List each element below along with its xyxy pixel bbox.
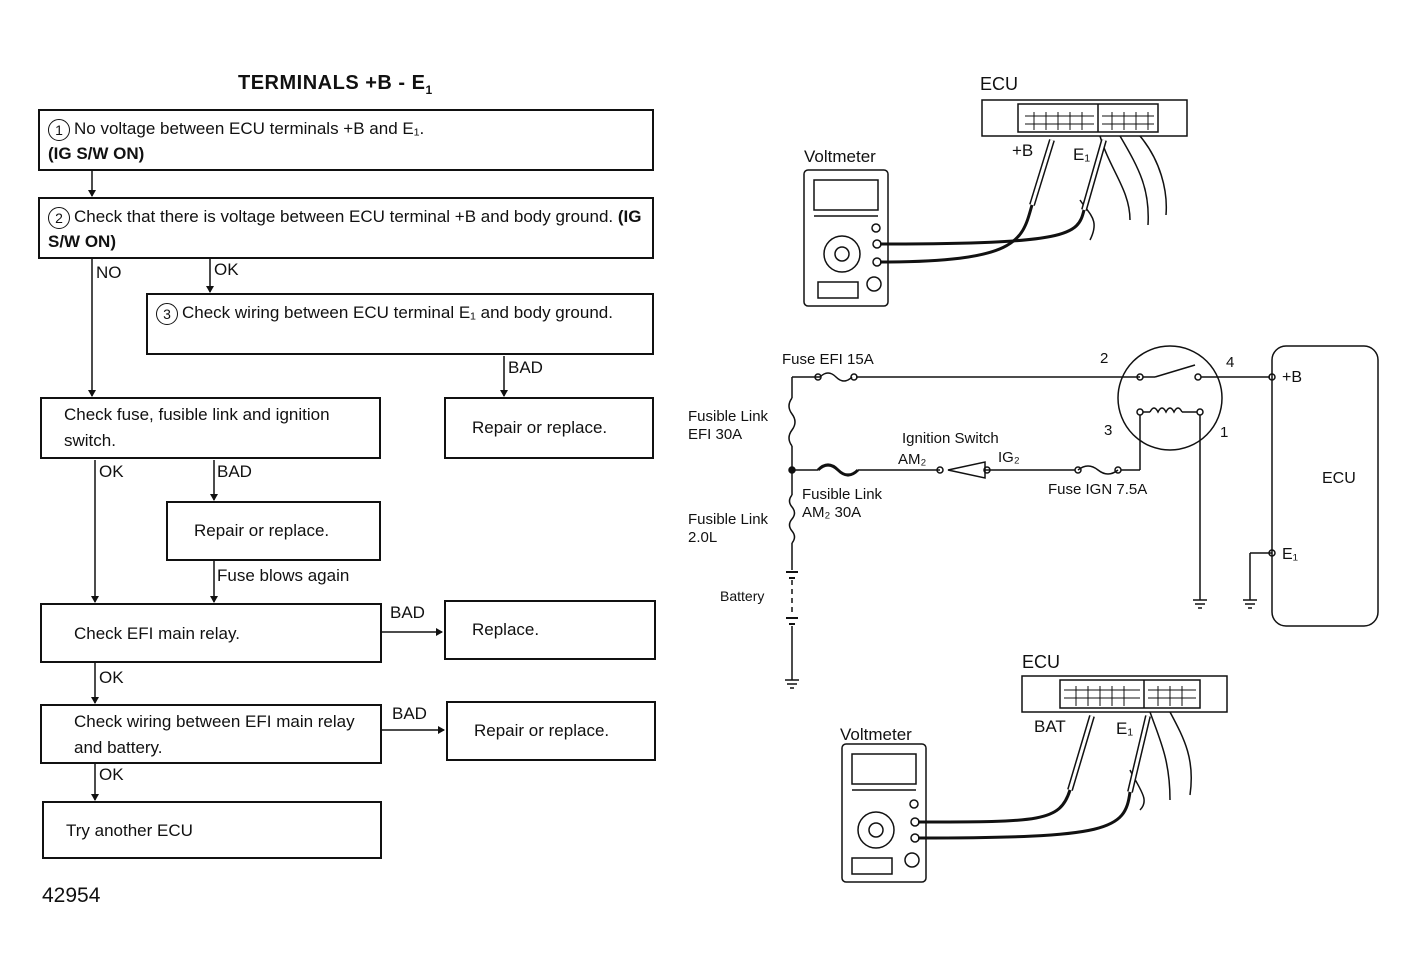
step3-fix-text: Repair or replace. (472, 418, 608, 437)
bottom-ecu-label: ECU (1022, 652, 1060, 672)
step2-text: Check that there is voltage between ECU … (74, 207, 614, 226)
ignition-switch-label: Ignition Switch (902, 430, 999, 447)
step2-condition: (IG S/W ON) (48, 207, 642, 251)
ecu-terminal-b: +B (1282, 369, 1302, 386)
step3-fix-box: Repair or replace. (444, 397, 654, 459)
step3-text: Check wiring between ECU terminal E₁ and… (182, 303, 613, 322)
fusible-efi-label: Fusible Link (688, 408, 769, 425)
label-no: NO (96, 263, 122, 282)
bottom-ecu-connector (1021, 675, 1228, 811)
fuse-fix-text: Repair or replace. (194, 521, 330, 540)
relay-fix-box: Replace. (444, 600, 656, 660)
top-probe-neg-label: E₁ (1073, 145, 1090, 164)
label-ok: OK (99, 462, 124, 481)
ecu-terminal-e1: E₁ (1282, 546, 1298, 563)
step-number: 3 (156, 302, 178, 325)
label-bad: BAD (392, 704, 427, 723)
top-ecu-label: ECU (980, 74, 1018, 94)
top-probe-pos-label: +B (1012, 141, 1033, 160)
relay-check-box: Check EFI main relay. (40, 603, 382, 663)
final-box: Try another ECU (42, 801, 382, 859)
fuse-efi-label: Fuse EFI 15A (782, 351, 874, 368)
final-text: Try another ECU (66, 821, 193, 840)
bottom-probe-neg-label: E₁ (1116, 719, 1133, 738)
relay-pin-2: 2 (1100, 350, 1108, 367)
bottom-probe-pos-label: BAT (1034, 717, 1066, 736)
label-bad: BAD (390, 603, 425, 622)
top-voltmeter (803, 169, 889, 307)
relay-pin-4: 4 (1226, 354, 1234, 371)
relay-fix-text: Replace. (472, 620, 540, 639)
wiring-check-box: Check wiring between EFI main relay and … (40, 704, 382, 764)
circuit-ecu-label: ECU (1322, 470, 1356, 487)
label-bad: BAD (217, 462, 252, 481)
ig2-label: IG₂ (998, 449, 1020, 466)
relay-pin-3: 3 (1104, 422, 1112, 439)
bottom-probes (917, 715, 1151, 840)
label-ok: OK (99, 668, 124, 687)
bottom-voltmeter (841, 743, 927, 883)
step1-condition: (IG S/W ON) (48, 144, 145, 163)
fusible-am2-label: Fusible Link (802, 486, 883, 503)
label-bad: BAD (508, 358, 543, 377)
label-ok: OK (99, 765, 124, 784)
top-ecu-connector (981, 99, 1188, 241)
bottom-voltmeter-label: Voltmeter (840, 725, 912, 744)
top-probes (879, 139, 1107, 264)
relay-check-text: Check EFI main relay. (74, 624, 240, 643)
fuse-check-text: Check fuse, fusible link and ignition sw… (64, 405, 330, 450)
fusible-20-rating: 2.0L (688, 529, 717, 546)
fuse-fix-box: Repair or replace. (166, 501, 381, 561)
relay-pin-1: 1 (1220, 424, 1228, 441)
label-fuse-blows: Fuse blows again (217, 566, 350, 585)
circuit-wiring (785, 345, 1379, 689)
fusible-am2-rating: AM₂ 30A (802, 504, 861, 521)
fusible-20-label: Fusible Link (688, 511, 769, 528)
am2-label: AM₂ (898, 451, 927, 468)
figure-code: 42954 (42, 884, 101, 907)
step1-text: No voltage between ECU terminals +B and … (74, 119, 425, 138)
wiring-fix-box: Repair or replace. (446, 701, 656, 761)
fuse-ign-label: Fuse IGN 7.5A (1048, 481, 1147, 498)
battery-label: Battery (720, 588, 764, 604)
label-ok: OK (214, 260, 239, 279)
top-voltmeter-label: Voltmeter (804, 147, 876, 166)
fusible-efi-rating: EFI 30A (688, 426, 742, 443)
wiring-check-text: Check wiring between EFI main relay and … (74, 712, 355, 757)
wiring-fix-text: Repair or replace. (474, 721, 610, 740)
page-title: TERMINALS +B - E1 (238, 72, 433, 97)
fuse-check-box: Check fuse, fusible link and ignition sw… (40, 397, 381, 459)
